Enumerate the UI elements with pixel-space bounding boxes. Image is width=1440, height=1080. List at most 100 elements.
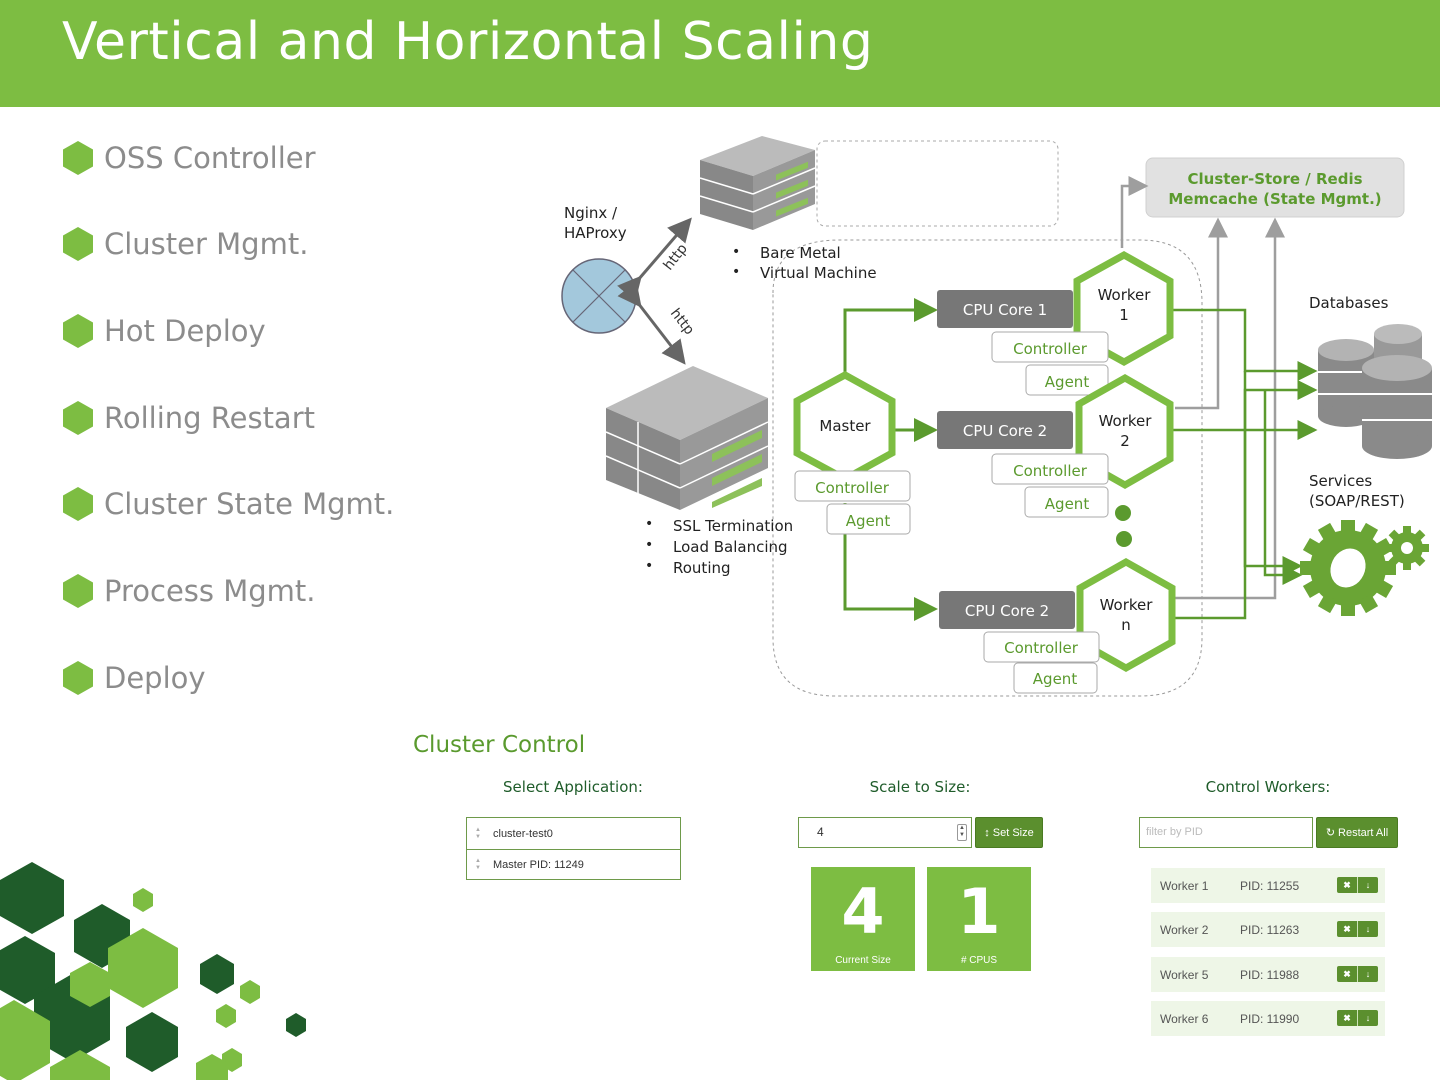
worker-number: 1 [1119,306,1129,324]
feature-label: Hot Deploy [104,314,266,348]
cpus-label: # CPUS [960,955,998,966]
ellipsis-dot [1115,505,1131,521]
services-label: (SOAP/REST) [1309,492,1405,510]
agent-label: Agent [1045,495,1090,513]
restart-all-button[interactable]: ↻ Restart All [1316,817,1398,848]
restart-worker-icon[interactable]: ↓ [1357,966,1378,982]
worker-label: Worker [1099,412,1153,430]
agent-label: Agent [1045,373,1090,391]
slide-title: Vertical and Horizontal Scaling [62,12,874,72]
worker-number: 2 [1120,432,1130,450]
database-icon [1318,324,1432,459]
worker-row: Worker 1 PID: 11255 ✖ ↓ [1151,868,1385,903]
kill-worker-icon[interactable]: ✖ [1343,924,1351,934]
controller-box [794,470,911,502]
worker-name: Worker 2 [1160,922,1209,937]
controller-box [983,631,1100,663]
svg-text:•: • [732,244,740,260]
feature-item: Deploy [60,658,206,698]
agent-label: Agent [846,512,891,530]
server-bullet: SSL Termination [673,517,793,535]
worker-row: Worker 5 PID: 11988 ✖ ↓ [1151,957,1385,992]
worker-actions: ✖ ↓ [1337,1010,1378,1026]
server-stack-top-icon [699,136,816,230]
master-label: Master [819,417,871,435]
worker-pid: PID: 11990 [1240,1011,1300,1026]
pid-filter-input[interactable]: filter by PID [1139,817,1313,848]
server-bullet: Routing [673,559,731,577]
controller-label: Controller [1013,340,1088,358]
hexagon-bullet-icon [63,661,93,695]
feature-label: Rolling Restart [104,401,316,435]
scale-size-value: 4 [817,825,824,839]
master-node: Master [793,371,896,483]
feature-label: Cluster Mgmt. [104,227,309,261]
worker-number: n [1121,616,1131,634]
select-spinner-icon: ▲▼ [475,858,481,871]
restart-worker-icon[interactable]: ↓ [1357,877,1378,893]
hexagon-bullet-icon [63,314,93,348]
worker-row: Worker 6 PID: 11990 ✖ ↓ [1151,1001,1385,1036]
databases-label: Databases [1309,294,1389,312]
cluster-control-title: Cluster Control [413,732,586,758]
master-pid-row[interactable]: ▲▼ Master PID: 11249 [467,849,680,880]
number-stepper[interactable]: ▲▼ [957,824,967,841]
hexagon-bullet-icon [63,227,93,261]
worker-row: Worker 2 PID: 11263 ✖ ↓ [1151,912,1385,947]
set-size-button[interactable]: ↕ Set Size [975,817,1043,848]
refresh-icon: ↻ [1325,827,1336,839]
kill-worker-icon[interactable]: ✖ [1343,969,1351,979]
restart-worker-icon[interactable]: ↓ [1357,921,1378,937]
proxy-label: HAProxy [564,224,627,242]
controller-label: Controller [815,479,890,497]
svg-text:•: • [645,558,653,574]
agent-box [826,503,911,535]
application-option[interactable]: ▲▼ cluster-test0 [467,818,680,849]
pid-filter-placeholder: filter by PID [1146,826,1203,838]
controller-label: Controller [1004,639,1079,657]
kill-worker-icon[interactable]: ✖ [1343,880,1351,890]
current-size-tile: 4 Current Size [811,867,915,971]
cluster-boundary [772,239,1203,697]
restart-worker-icon[interactable]: ↓ [1357,1010,1378,1026]
feature-item: Cluster State Mgmt. [60,484,394,524]
server-bullet: Load Balancing [673,538,788,556]
feature-item: Hot Deploy [60,311,266,351]
application-select[interactable]: ▲▼ cluster-test0 ▲▼ Master PID: 11249 [466,817,681,880]
feature-item: OSS Controller [60,138,316,178]
placeholder-box [816,140,1059,227]
kill-worker-icon[interactable]: ✖ [1343,1013,1351,1023]
svg-text:•: • [645,537,653,553]
controller-box [991,453,1109,485]
scale-to-size-label: Scale to Size: [869,778,971,796]
agent-box [1024,486,1109,518]
load-balancer-icon [561,258,637,334]
worker-name: Worker 6 [1160,1011,1209,1026]
feature-item: Process Mgmt. [60,571,316,611]
feature-label: OSS Controller [104,141,316,175]
select-application-label: Select Application: [503,778,643,796]
http-label: http [667,306,697,339]
cpu-core-box [937,411,1073,449]
cluster-store-label: Cluster-Store / Redis [1187,170,1362,188]
cluster-store-label: Memcache (State Mgmt.) [1168,190,1381,208]
agent-label: Agent [1033,670,1078,688]
cpu-core-label: CPU Core 2 [963,422,1047,440]
control-workers-label: Control Workers: [1205,778,1331,796]
hexagon-bullet-icon [63,141,93,175]
master-pid: Master PID: 11249 [493,859,584,871]
slide-header: Vertical and Horizontal Scaling [0,0,1440,107]
worker-label: Worker [1098,286,1152,304]
worker-actions: ✖ ↓ [1337,966,1378,982]
controller-box [991,331,1109,363]
agent-box [1025,364,1109,396]
cpu-core-box [939,591,1075,629]
scale-size-input[interactable]: 4 ▲▼ [798,817,972,848]
current-size-value: 4 [841,875,885,948]
cpus-tile: 1 # CPUS [927,867,1031,971]
resize-vertical-icon: ↕ [984,826,990,839]
http-label: http [661,241,691,274]
architecture-diagram: Nginx / HAProxy http http • Bare Metal •… [540,128,1440,708]
hexagon-bullet-icon [63,574,93,608]
services-label: Services [1309,472,1372,490]
